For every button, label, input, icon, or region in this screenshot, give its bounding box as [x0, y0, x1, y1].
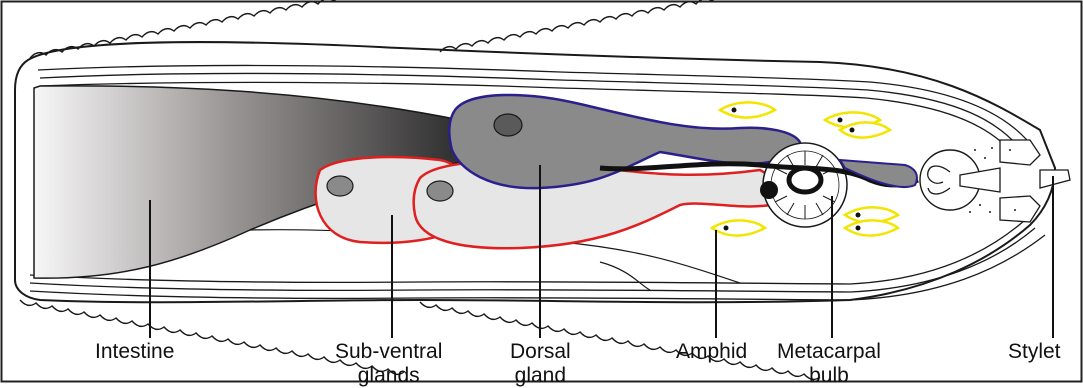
amphid-label: Amphid	[676, 340, 747, 364]
subventral-label-line2: glands	[335, 364, 442, 388]
stylet-label: Stylet	[1008, 340, 1061, 364]
bulb-dot	[760, 181, 778, 199]
dorsal-gland-label: Dorsal gland	[510, 340, 571, 388]
amphid-label-text: Amphid	[676, 340, 747, 363]
metacarpal-label-line1: Metacarpal	[777, 340, 881, 364]
stylet-label-text: Stylet	[1008, 340, 1061, 363]
metacarpal-bulb-label: Metacarpal bulb	[777, 340, 881, 388]
metacarpal-label-line2: bulb	[777, 364, 881, 388]
subventral-glands-label: Sub-ventral glands	[335, 340, 442, 388]
intestine-label: Intestine	[95, 340, 174, 364]
subventral-nucleus-1	[327, 176, 353, 196]
dorsal-label-line2: gland	[510, 364, 571, 388]
bulb-valve	[789, 168, 821, 192]
dorsal-nucleus	[494, 114, 522, 136]
dorsal-label-line1: Dorsal	[510, 340, 571, 364]
intestine-label-text: Intestine	[95, 340, 174, 363]
subventral-label-line1: Sub-ventral	[335, 340, 442, 364]
subventral-nucleus-2	[427, 181, 453, 201]
